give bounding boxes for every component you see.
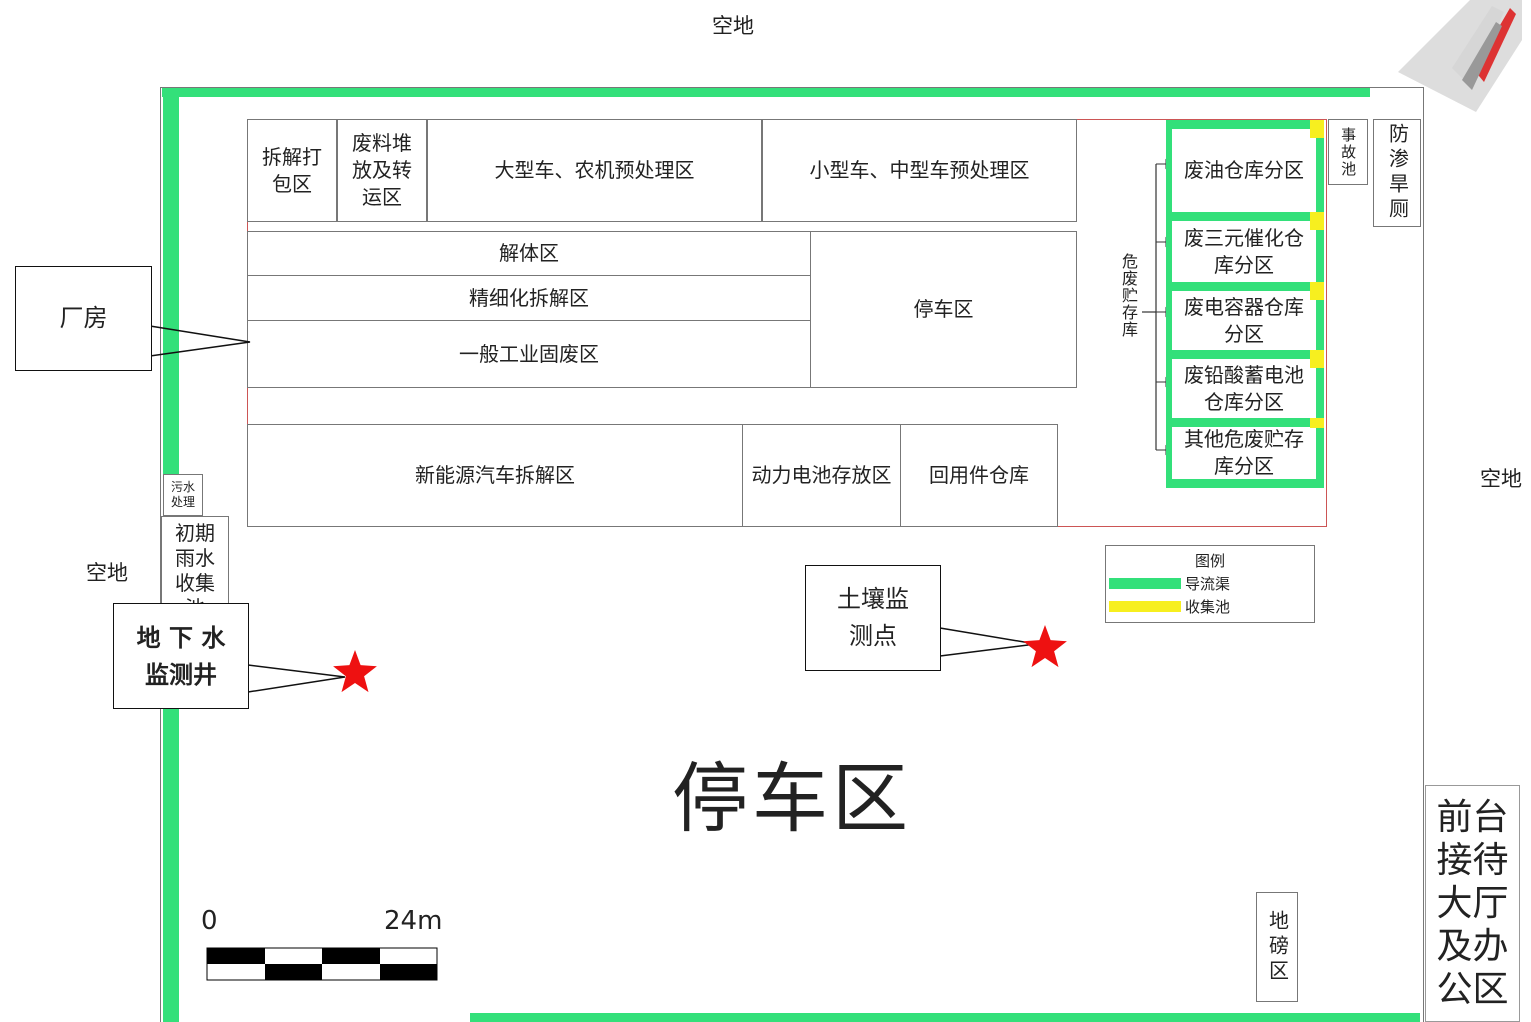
soil-callout: 土壤监测点: [805, 565, 941, 671]
top-open-land-label: 空地: [712, 14, 754, 38]
small-vehicle-label: 小型车、中型车预处理区: [809, 158, 1030, 182]
seepage-toilet: 防渗旱厕: [1373, 119, 1421, 227]
legend-channel-label: 导流渠: [1185, 575, 1231, 593]
inner-parking-area: 停车区: [810, 231, 1077, 388]
accident-pool: 事故池: [1328, 119, 1368, 185]
collection-pool: [1310, 418, 1324, 428]
waste-stack-area: 废料堆放及转运区: [337, 119, 427, 222]
groundwater-callout-label: 地 下 水 监测井: [136, 622, 226, 689]
hazard-storage-label: 危废贮存库: [1119, 253, 1138, 338]
disassembly-area: 解体区: [247, 231, 811, 276]
legend-pool-swatch: [1109, 601, 1181, 612]
general-waste-area: 一般工业固废区: [247, 320, 811, 388]
soil-star-icon: [1023, 625, 1067, 668]
drainage-channel-top: [162, 88, 1370, 97]
collection-pool: [1310, 212, 1324, 230]
hazard-room-catalyst: 废三元催化仓库分区: [1166, 212, 1324, 282]
hazard-room-label: 废铅酸蓄电池仓库分区: [1184, 362, 1304, 414]
small-vehicle-area: 小型车、中型车预处理区: [762, 119, 1077, 222]
legend-pool-label: 收集池: [1185, 598, 1231, 616]
hazard-room-label: 废油仓库分区: [1184, 158, 1304, 182]
rainwater-label: 初期雨水收集池: [175, 521, 215, 620]
hazard-room-waste-oil: 废油仓库分区: [1166, 120, 1324, 212]
collection-pool: [1310, 282, 1324, 300]
dismantle-pack-label: 拆解打包区: [262, 144, 322, 196]
collection-pool: [1310, 350, 1324, 368]
disassembly-label: 解体区: [499, 241, 559, 265]
legend-title: 图例: [1194, 552, 1225, 570]
large-vehicle-label: 大型车、农机预处理区: [494, 158, 695, 182]
site-boundary: [160, 87, 1424, 1022]
waste-stack-label: 废料堆放及转运区: [352, 131, 412, 209]
hazard-room-capacitor: 废电容器仓库分区: [1166, 282, 1324, 350]
scale-start-label: 0: [201, 906, 218, 936]
fine-dismantle-label: 精细化拆解区: [469, 285, 589, 310]
drainage-channel-bottom: [470, 1013, 1420, 1022]
building-callout: 厂房: [15, 266, 152, 371]
hazard-room-label: 废三元催化仓库分区: [1184, 225, 1304, 277]
main-parking-label: 停车区: [672, 754, 912, 843]
legend-channel-swatch: [1109, 578, 1181, 589]
sewage-treatment: 污水处理: [163, 474, 203, 516]
scale-bar: 0 24m: [180, 900, 470, 1010]
hazard-room-other: 其他危废贮存库分区: [1166, 418, 1324, 488]
office-reception: 前台接待大厅及办公区: [1425, 785, 1520, 1022]
right-open-land-label: 空地: [1480, 467, 1522, 491]
groundwater-star-icon: [333, 650, 377, 693]
soil-callout-label: 土壤监测点: [837, 584, 909, 650]
sewage-label: 污水处理: [170, 480, 195, 509]
weighbridge-area: 地磅区: [1256, 892, 1298, 1002]
collection-pool: [1310, 120, 1324, 138]
large-vehicle-area: 大型车、农机预处理区: [427, 119, 762, 222]
reuse-parts-label: 回用件仓库: [929, 463, 1029, 487]
left-open-land-label: 空地: [86, 561, 128, 585]
office-label: 前台接待大厅及办公区: [1436, 796, 1509, 1011]
groundwater-callout: 地 下 水 监测井: [113, 603, 249, 709]
hazard-room-label: 废电容器仓库分区: [1184, 294, 1304, 346]
nev-dismantle-label: 新能源汽车拆解区: [415, 463, 575, 487]
reuse-parts-area: 回用件仓库: [900, 424, 1058, 527]
general-waste-label: 一般工业固废区: [459, 341, 599, 366]
building-callout-label: 厂房: [59, 303, 108, 332]
battery-store-area: 动力电池存放区: [742, 424, 901, 527]
scale-end-label: 24m: [384, 906, 443, 936]
north-arrow-icon: [1392, 0, 1531, 112]
fine-dismantle-area: 精细化拆解区: [247, 275, 811, 321]
hazard-room-lead-battery: 废铅酸蓄电池仓库分区: [1166, 350, 1324, 418]
hazard-room-label: 其他危废贮存库分区: [1184, 427, 1304, 478]
battery-store-label: 动力电池存放区: [751, 463, 892, 487]
dismantle-pack-area: 拆解打包区: [247, 119, 337, 222]
inner-parking-label: 停车区: [913, 297, 974, 321]
legend: 图例 导流渠 收集池: [1105, 545, 1315, 623]
nev-dismantle-area: 新能源汽车拆解区: [247, 424, 743, 527]
